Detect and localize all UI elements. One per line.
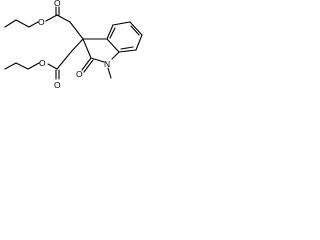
bond-c5-c6 [129,21,143,36]
bond-c2-o-double-a [81,57,92,71]
bond-top-ethyl-ch2 [15,19,30,28]
bond-c3a-c7a [106,38,120,53]
bond-top-ch2-c3 [69,21,84,40]
atom-o-bottom-ether: O [39,58,46,68]
chemical-structure-diagram: O O O O [4,0,143,90]
bond-bottom-ch2-carbonyl [56,51,72,70]
benzene-ring [106,21,143,53]
bond-top-ethyl-ch3 [4,19,17,28]
bond-bottom-carbonyl-o [47,63,58,70]
bond-n-methyl [107,67,112,79]
bottom-ester-group [4,38,84,80]
atom-o-top-ether: O [38,17,45,27]
bond-aromatic-inner-2 [130,25,140,36]
bond-top-ethyl-o [28,21,39,28]
bond-aromatic-inner-1 [109,27,116,39]
atom-o-lactam: O [76,69,83,79]
bond-top-carbonyl-ch2 [56,14,71,23]
bond-c7-c7a [118,49,137,53]
bond-c3-c2 [82,38,92,59]
bond-bottom-o-ethyl [27,62,40,70]
bond-aromatic-inner-3 [120,46,134,50]
bond-c3a-c4 [106,24,114,40]
bond-bottom-c3-ch2 [70,38,84,53]
bond-bottom-ethyl-end [4,62,17,70]
structure-canvas: O O O O [0,0,148,102]
bond-top-o-carbonyl [45,14,58,22]
atom-n-ring: N [104,59,110,69]
bond-c4-c5 [112,21,131,26]
bond-bottom-ethyl-ch3 [15,62,29,70]
bond-c6-c7 [135,34,143,51]
top-ester-group [4,6,84,40]
bond-c2-n [90,57,105,63]
bond-n-c7a [111,51,120,60]
atom-o-top-carbonyl: O [54,0,61,8]
atom-o-bottom-carbonyl: O [54,80,61,90]
bond-c2-o-double-b [83,59,94,73]
oxindole-core [81,38,120,79]
